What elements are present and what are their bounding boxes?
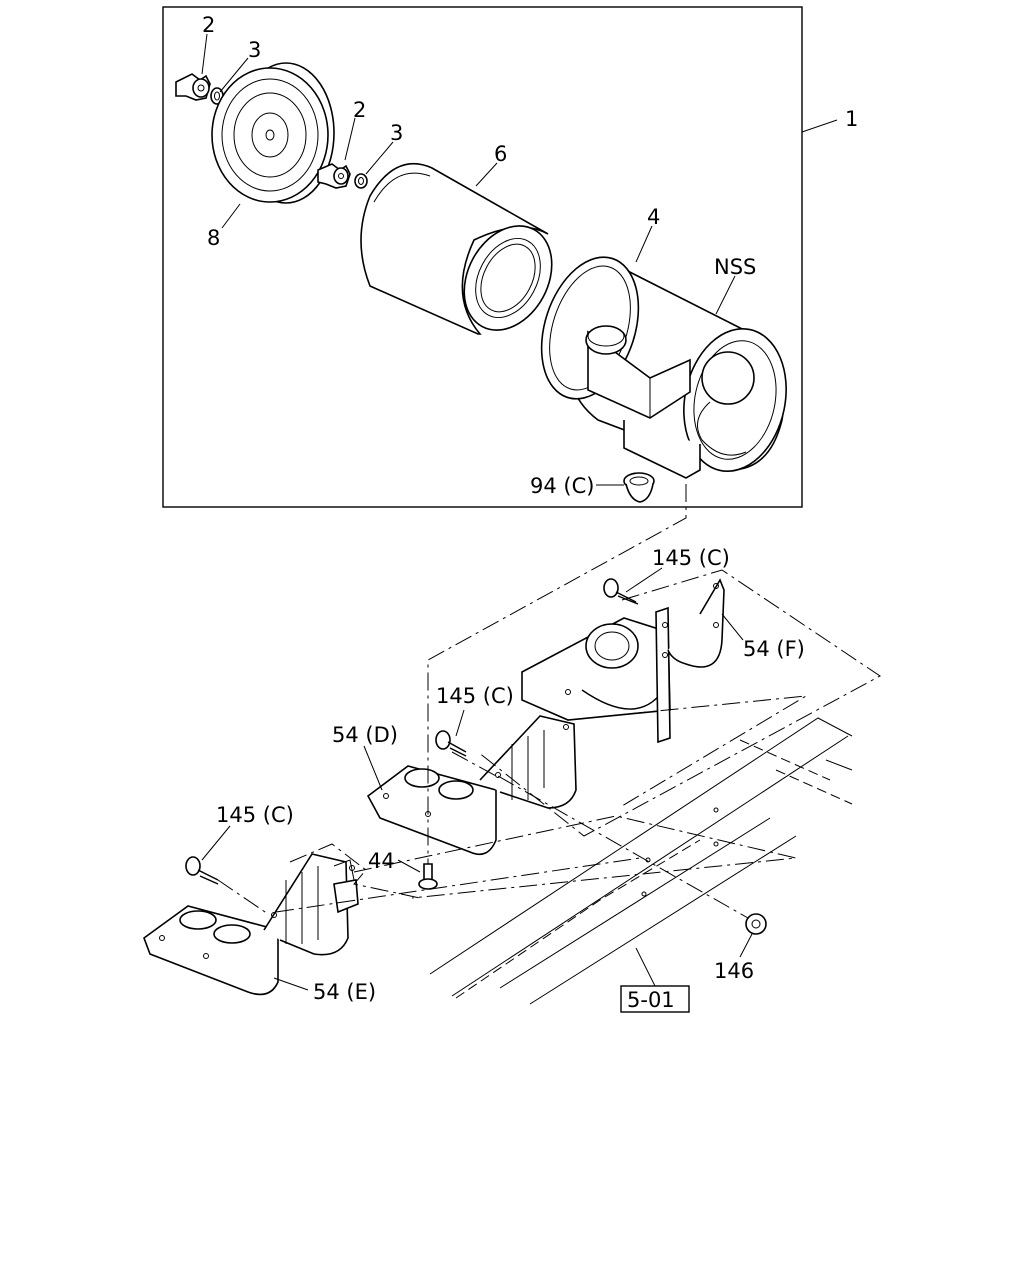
label-bolt-e: 145 (C): [216, 803, 294, 827]
leader-lines: [201, 33, 838, 991]
reference-box[interactable]: 5-01: [620, 985, 690, 1013]
label-bolt-44: 44: [368, 849, 395, 873]
nut-146: [745, 913, 767, 935]
label-bolt-f: 145 (C): [652, 546, 730, 570]
label-bolt-d: 145 (C): [436, 684, 514, 708]
label-bracket-f: 54 (F): [743, 637, 805, 661]
label-wing-bolt-mid: 2: [353, 98, 366, 122]
washer-mid: [354, 173, 368, 189]
wing-bolt-upper: [175, 73, 211, 101]
label-assembly: 1: [845, 107, 858, 131]
label-body: 4: [647, 205, 660, 229]
label-wing-bolt-upper: 2: [202, 13, 215, 37]
frame-rail: [429, 717, 853, 1005]
vacuum-valve: [623, 472, 655, 503]
bolt-145-e: [185, 856, 219, 885]
bracket-f: [521, 578, 725, 744]
bracket-e: [143, 853, 359, 996]
label-bracket-d: 54 (D): [332, 723, 398, 747]
bracket-d: [366, 715, 577, 856]
bolt-44: [418, 863, 438, 890]
label-element: 6: [494, 142, 507, 166]
wing-bolt-mid: [317, 163, 351, 189]
label-nss: NSS: [714, 255, 756, 279]
label-washer-upper: 3: [248, 38, 261, 62]
label-valve: 94 (C): [530, 474, 594, 498]
label-cover: 8: [207, 226, 220, 250]
bolt-145-d: [435, 730, 467, 757]
cover: [211, 62, 335, 204]
assembly-lines: [217, 484, 881, 919]
label-ref: 5-01: [627, 988, 675, 1012]
filter-element: [360, 163, 553, 335]
label-washer-mid: 3: [390, 121, 403, 145]
air-cleaner-body: [540, 256, 787, 479]
assembly-frame: [162, 6, 803, 508]
label-nut: 146: [714, 959, 754, 983]
bolt-145-f: [603, 578, 639, 605]
label-bracket-e: 54 (E): [313, 980, 376, 1004]
